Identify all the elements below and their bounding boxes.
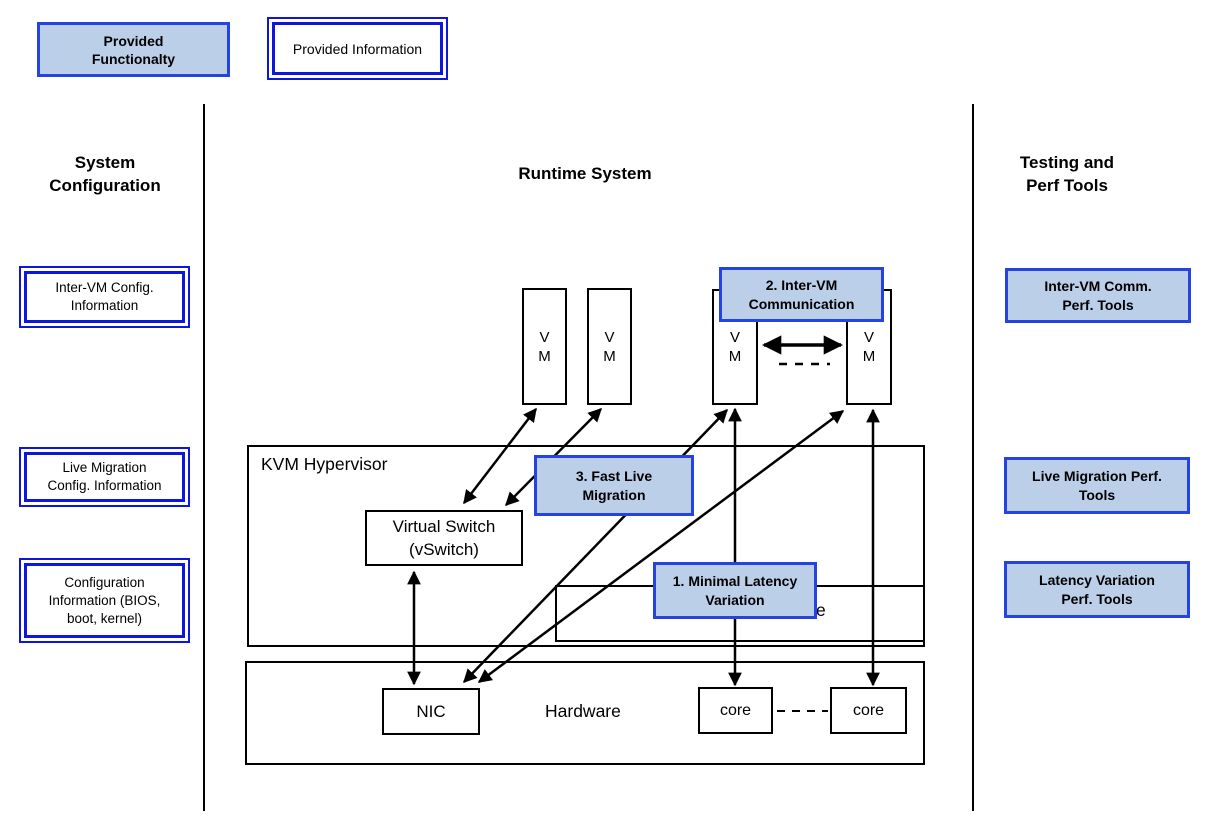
tool-box-live-migration: Live Migration Perf. Tools	[1004, 457, 1190, 514]
right-column-divider	[972, 104, 974, 811]
tool-box-live-migration-label: Live Migration Perf. Tools	[1032, 467, 1162, 503]
info-box-configuration-bios: Configuration Information (BIOS, boot, k…	[19, 558, 190, 643]
vm-box-1: V M	[522, 288, 567, 405]
info-box-live-migration-config-label: Live Migration Config. Information	[47, 460, 162, 493]
info-box-live-migration-config: Live Migration Config. Information	[19, 447, 190, 507]
virtual-switch-box: Virtual Switch (vSwitch)	[365, 510, 523, 566]
core-1-label: core	[719, 701, 752, 719]
hardware-label: Hardware	[545, 701, 621, 721]
left-column-divider	[203, 104, 205, 811]
tool-box-inter-vm-comm: Inter-VM Comm. Perf. Tools	[1005, 268, 1191, 323]
callout-inter-vm-communication-label: 2. Inter-VM Communication	[748, 276, 855, 312]
vm-box-2: V M	[587, 288, 632, 405]
legend-provided-information-label: Provided Information	[292, 40, 423, 57]
info-box-configuration-bios-label: Configuration Information (BIOS, boot, k…	[48, 574, 161, 626]
core-2-label: core	[852, 701, 885, 719]
legend-provided-information: Provided Information	[267, 17, 448, 80]
callout-minimal-latency-variation: 1. Minimal Latency Variation	[653, 562, 817, 619]
hypervisor-inner-box-partial-label: e	[816, 600, 826, 620]
callout-inter-vm-communication: 2. Inter-VM Communication	[719, 267, 884, 322]
heading-testing-perf-tools: Testing and Perf Tools	[1019, 153, 1115, 195]
core-box-2: core	[830, 687, 907, 734]
callout-minimal-latency-variation-label: 1. Minimal Latency Variation	[672, 572, 798, 608]
nic-label: NIC	[416, 701, 446, 721]
kvm-hypervisor-label: KVM Hypervisor	[261, 454, 388, 474]
callout-fast-live-migration-label: 3. Fast Live Migration	[575, 467, 653, 503]
tool-box-latency-variation-label: Latency Variation Perf. Tools	[1039, 571, 1155, 607]
legend-provided-functionality: Provided Functionalty	[37, 22, 230, 77]
heading-runtime-system: Runtime System	[518, 164, 652, 183]
virtual-switch-label: Virtual Switch (vSwitch)	[392, 517, 496, 559]
nic-box: NIC	[382, 688, 480, 735]
tool-box-latency-variation: Latency Variation Perf. Tools	[1004, 561, 1190, 618]
callout-fast-live-migration: 3. Fast Live Migration	[534, 455, 694, 516]
tool-box-inter-vm-comm-label: Inter-VM Comm. Perf. Tools	[1044, 277, 1152, 313]
info-box-inter-vm-config-label: Inter-VM Config. Information	[55, 280, 154, 313]
legend-provided-functionality-label: Provided Functionalty	[91, 32, 176, 67]
core-box-1: core	[698, 687, 773, 734]
info-box-inter-vm-config: Inter-VM Config. Information	[19, 266, 190, 328]
heading-system-configuration: System Configuration	[49, 153, 161, 195]
